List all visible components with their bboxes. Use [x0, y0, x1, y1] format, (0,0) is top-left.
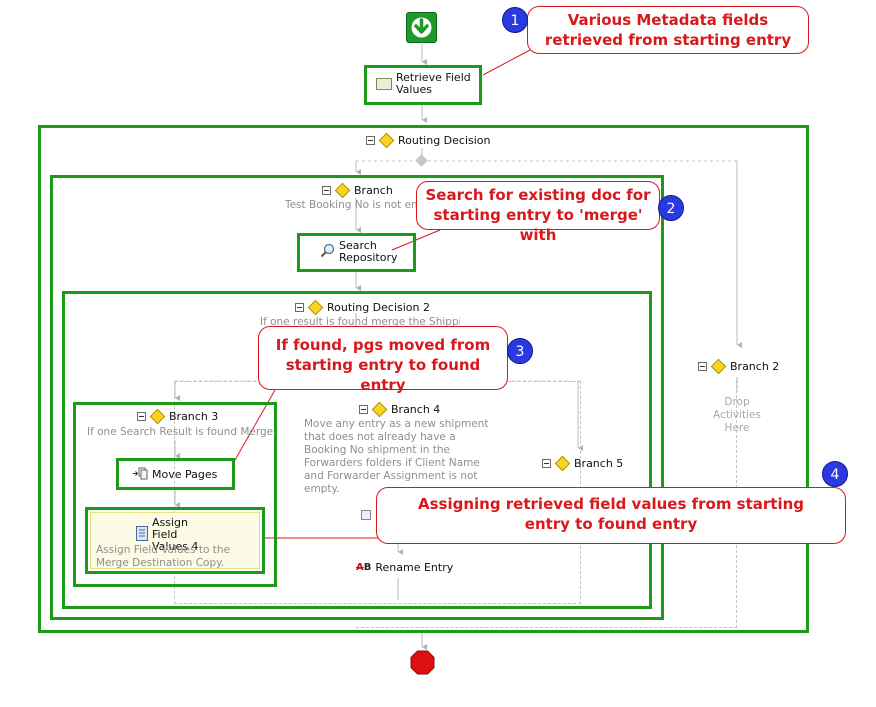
routing-decision-title: Routing Decision: [398, 134, 491, 147]
branch-icon: [710, 358, 727, 375]
callout-2-text: Search for existing doc for starting ent…: [425, 186, 651, 244]
routing-decision-container[interactable]: [38, 125, 809, 633]
retrieve-field-values-activity[interactable]: [364, 65, 482, 105]
branch4-desc: Move any entry as a new shipment that do…: [304, 418, 489, 495]
magnifier-icon: [320, 243, 335, 261]
drop-activities-hint: Drop Activities Here: [713, 396, 761, 434]
branch4-title: Branch 4: [391, 403, 441, 416]
badge-1: 1: [502, 7, 528, 33]
decision-icon: [378, 132, 395, 149]
branch5-title: Branch 5: [574, 457, 624, 470]
move-pages-icon: [133, 467, 148, 483]
callout-4: Assigning retrieved field values from st…: [376, 487, 846, 544]
routing-decision-2-container[interactable]: [62, 291, 652, 609]
branch-container[interactable]: [50, 175, 664, 620]
rename-icon: AB: [356, 562, 372, 573]
branch-icon: [371, 401, 388, 418]
branch2-title: Branch 2: [730, 360, 780, 373]
branch3-desc: If one Search Result is found Merge.: [87, 426, 277, 438]
branch-icon: [149, 408, 166, 425]
branch3-container[interactable]: [73, 402, 277, 587]
callout-4-text: Assigning retrieved field values from st…: [417, 495, 805, 533]
assign-field-values-activity[interactable]: [85, 507, 265, 574]
branch-condition: Test Booking No is not empty: [285, 199, 435, 211]
collapse-icon[interactable]: [137, 412, 146, 421]
retrieve-label: Retrieve Field Values: [396, 71, 471, 96]
collapse-icon[interactable]: [359, 405, 368, 414]
collapse-icon[interactable]: [322, 186, 331, 195]
collapse-icon[interactable]: [295, 303, 304, 312]
start-icon[interactable]: [406, 12, 437, 43]
move-pages-label: Move Pages: [152, 468, 218, 481]
field-card-icon: [376, 78, 392, 90]
badge-4: 4: [822, 461, 848, 487]
badge-3: 3: [507, 338, 533, 364]
routing-decision-2-title: Routing Decision 2: [327, 301, 430, 314]
assign-label: Assign Field Values 4: [152, 516, 199, 553]
branch-icon: [554, 455, 571, 472]
rename-label: Rename Entry: [375, 561, 454, 574]
activity-icon: [361, 510, 371, 520]
search-repository-activity[interactable]: [297, 233, 416, 272]
decision-icon: [307, 299, 324, 316]
rename-entry-activity[interactable]: AB Rename Entry: [356, 562, 453, 574]
branch-title: Branch: [354, 184, 393, 197]
branch-icon: [334, 182, 351, 199]
move-pages-activity[interactable]: [116, 458, 235, 490]
callout-3: If found, pgs moved from starting entry …: [258, 326, 508, 394]
collapse-icon[interactable]: [542, 459, 551, 468]
search-label: Search Repository: [339, 239, 398, 264]
callout-3-text: If found, pgs moved from starting entry …: [275, 336, 491, 394]
collapse-icon[interactable]: [366, 136, 375, 145]
assign-selected-highlight: [90, 512, 260, 569]
badge-2: 2: [658, 195, 684, 221]
branch3-title: Branch 3: [169, 410, 219, 423]
routing-decision-2-desc: If one result is found merge the Shippin…: [260, 316, 460, 326]
callout-2: Search for existing doc for starting ent…: [416, 181, 660, 244]
stop-icon[interactable]: [410, 650, 435, 678]
assign-desc: Assign Field Values to the Merge Destina…: [96, 544, 231, 569]
callout-1: Various Metadata fields retrieved from s…: [527, 6, 809, 54]
document-icon: [136, 526, 148, 544]
callout-1-text: Various Metadata fields retrieved from s…: [544, 11, 792, 49]
collapse-icon[interactable]: [698, 362, 707, 371]
